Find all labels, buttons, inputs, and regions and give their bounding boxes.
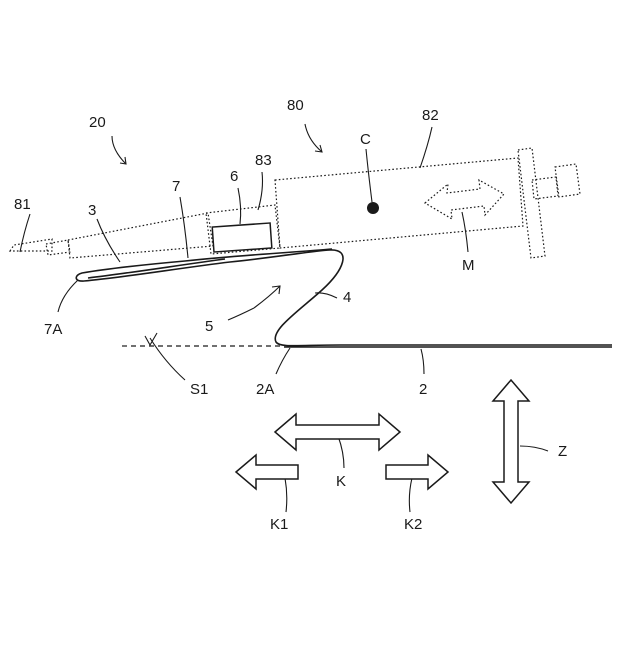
plunger-knob <box>555 164 580 197</box>
leader-83 <box>258 172 263 210</box>
leader-2 <box>421 349 424 374</box>
label-3: 3 <box>88 202 96 219</box>
leader-K1 <box>285 478 287 512</box>
label-K1: K1 <box>270 516 288 533</box>
tool-tip <box>10 239 52 251</box>
arrow-Z <box>493 380 529 503</box>
leader-6 <box>238 188 241 224</box>
label-M: M <box>462 257 475 274</box>
label-6: 6 <box>230 168 238 185</box>
tool-barrel <box>68 213 213 258</box>
label-83: 83 <box>255 152 272 169</box>
label-81: 81 <box>14 196 31 213</box>
label-2: 2 <box>419 381 427 398</box>
leader-S1 <box>150 338 185 380</box>
label-4: 4 <box>343 289 351 306</box>
leader-20 <box>112 136 126 164</box>
leader-5 <box>228 308 254 320</box>
leader-80 <box>305 124 322 152</box>
label-K: K <box>336 473 346 490</box>
part-6-block <box>212 223 272 252</box>
leader-C <box>366 149 372 202</box>
label-2A: 2A <box>256 381 274 398</box>
label-5: 5 <box>205 318 213 335</box>
curved-arrow-5 <box>254 286 280 308</box>
label-82: 82 <box>422 107 439 124</box>
leader-7 <box>180 197 188 258</box>
label-S1: S1 <box>190 381 208 398</box>
leader-7A <box>58 280 78 312</box>
label-20: 20 <box>89 114 106 131</box>
tool-collar <box>46 240 70 255</box>
label-Z: Z <box>558 443 567 460</box>
label-C: C <box>360 131 371 148</box>
leader-K2 <box>409 478 412 512</box>
leader-Z <box>520 446 548 451</box>
label-K2: K2 <box>404 516 422 533</box>
label-7: 7 <box>172 178 180 195</box>
plunger-flange <box>518 148 545 258</box>
body-82 <box>275 158 523 248</box>
motion-arrow <box>425 180 504 219</box>
leader-82 <box>420 127 432 168</box>
arrow-K2 <box>386 455 448 489</box>
leader-81 <box>20 214 30 252</box>
center-point <box>367 202 379 214</box>
arrow-K1 <box>236 455 298 489</box>
label-7A: 7A <box>44 321 62 338</box>
arrow-K <box>275 414 400 450</box>
label-80: 80 <box>287 97 304 114</box>
leader-K <box>338 436 344 468</box>
leader-2A <box>276 348 290 374</box>
